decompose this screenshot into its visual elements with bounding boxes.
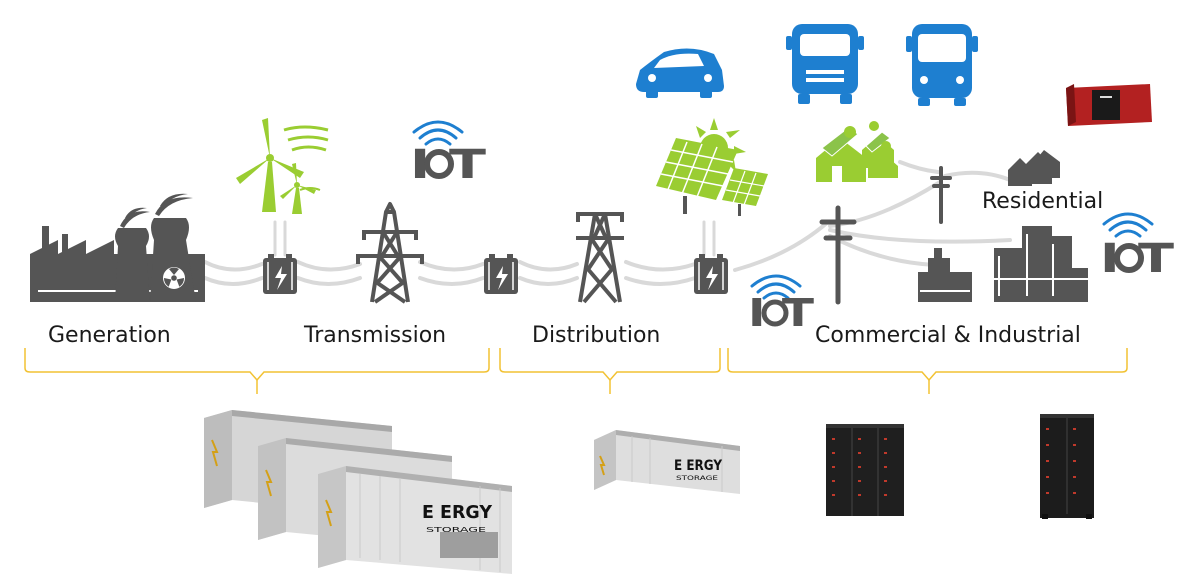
storage-brand-subtitle: STORAGE	[676, 475, 718, 482]
industrial-building-icon	[994, 226, 1088, 302]
transformer-icon	[263, 254, 297, 294]
distribution-tower-icon	[576, 212, 624, 304]
segment-label-transmission: Transmission	[303, 323, 446, 348]
transformer-icon	[694, 254, 728, 294]
wifi-icon	[750, 274, 802, 300]
storage-container-icon: E ERGY STORAGE	[318, 466, 512, 574]
storage-brand-name: E ERGY	[422, 502, 493, 523]
solar-panel-icon	[656, 118, 768, 216]
iot-badge: I T	[748, 274, 814, 335]
battery-rack-icon	[826, 424, 904, 516]
bracket-distribution	[499, 348, 721, 382]
bracket-generation-transmission	[24, 348, 490, 382]
segment-brackets	[24, 348, 1128, 394]
house-icon	[1008, 150, 1060, 186]
truck-icon	[786, 24, 864, 104]
wind-turbine-icon	[236, 118, 329, 214]
storage-container-icon: E ERGY STORAGE	[594, 430, 740, 494]
nuclear-icon	[163, 267, 185, 289]
iot-label: I T	[748, 291, 814, 335]
segment-label-residential: Residential	[982, 189, 1103, 214]
battery-rack-icon	[1040, 414, 1094, 519]
storage-brand-subtitle: STORAGE	[426, 526, 486, 534]
transformer-icon	[484, 254, 518, 294]
bracket-commercial-industrial	[727, 348, 1128, 382]
wifi-icon	[412, 120, 464, 146]
car-icon	[636, 48, 724, 98]
home-battery-icon	[1066, 84, 1152, 126]
utility-pole-icon	[819, 205, 857, 305]
storage-brand-name: E ERGY	[674, 458, 723, 474]
wifi-icon	[1102, 212, 1154, 238]
bus-icon	[906, 24, 978, 106]
factory-icon	[30, 193, 205, 302]
industrial-building-icon	[918, 248, 972, 302]
iot-badge: I T	[1100, 212, 1175, 282]
house-icon	[816, 121, 898, 182]
segment-label-commercial-industrial: Commercial & Industrial	[815, 323, 1081, 348]
transmission-tower-icon	[356, 202, 424, 304]
segment-label-generation: Generation	[48, 323, 171, 348]
segment-label-distribution: Distribution	[532, 323, 660, 348]
iot-label: I T	[1100, 236, 1175, 282]
iot-badge: I T	[410, 120, 487, 188]
utility-pole-icon	[930, 166, 952, 224]
